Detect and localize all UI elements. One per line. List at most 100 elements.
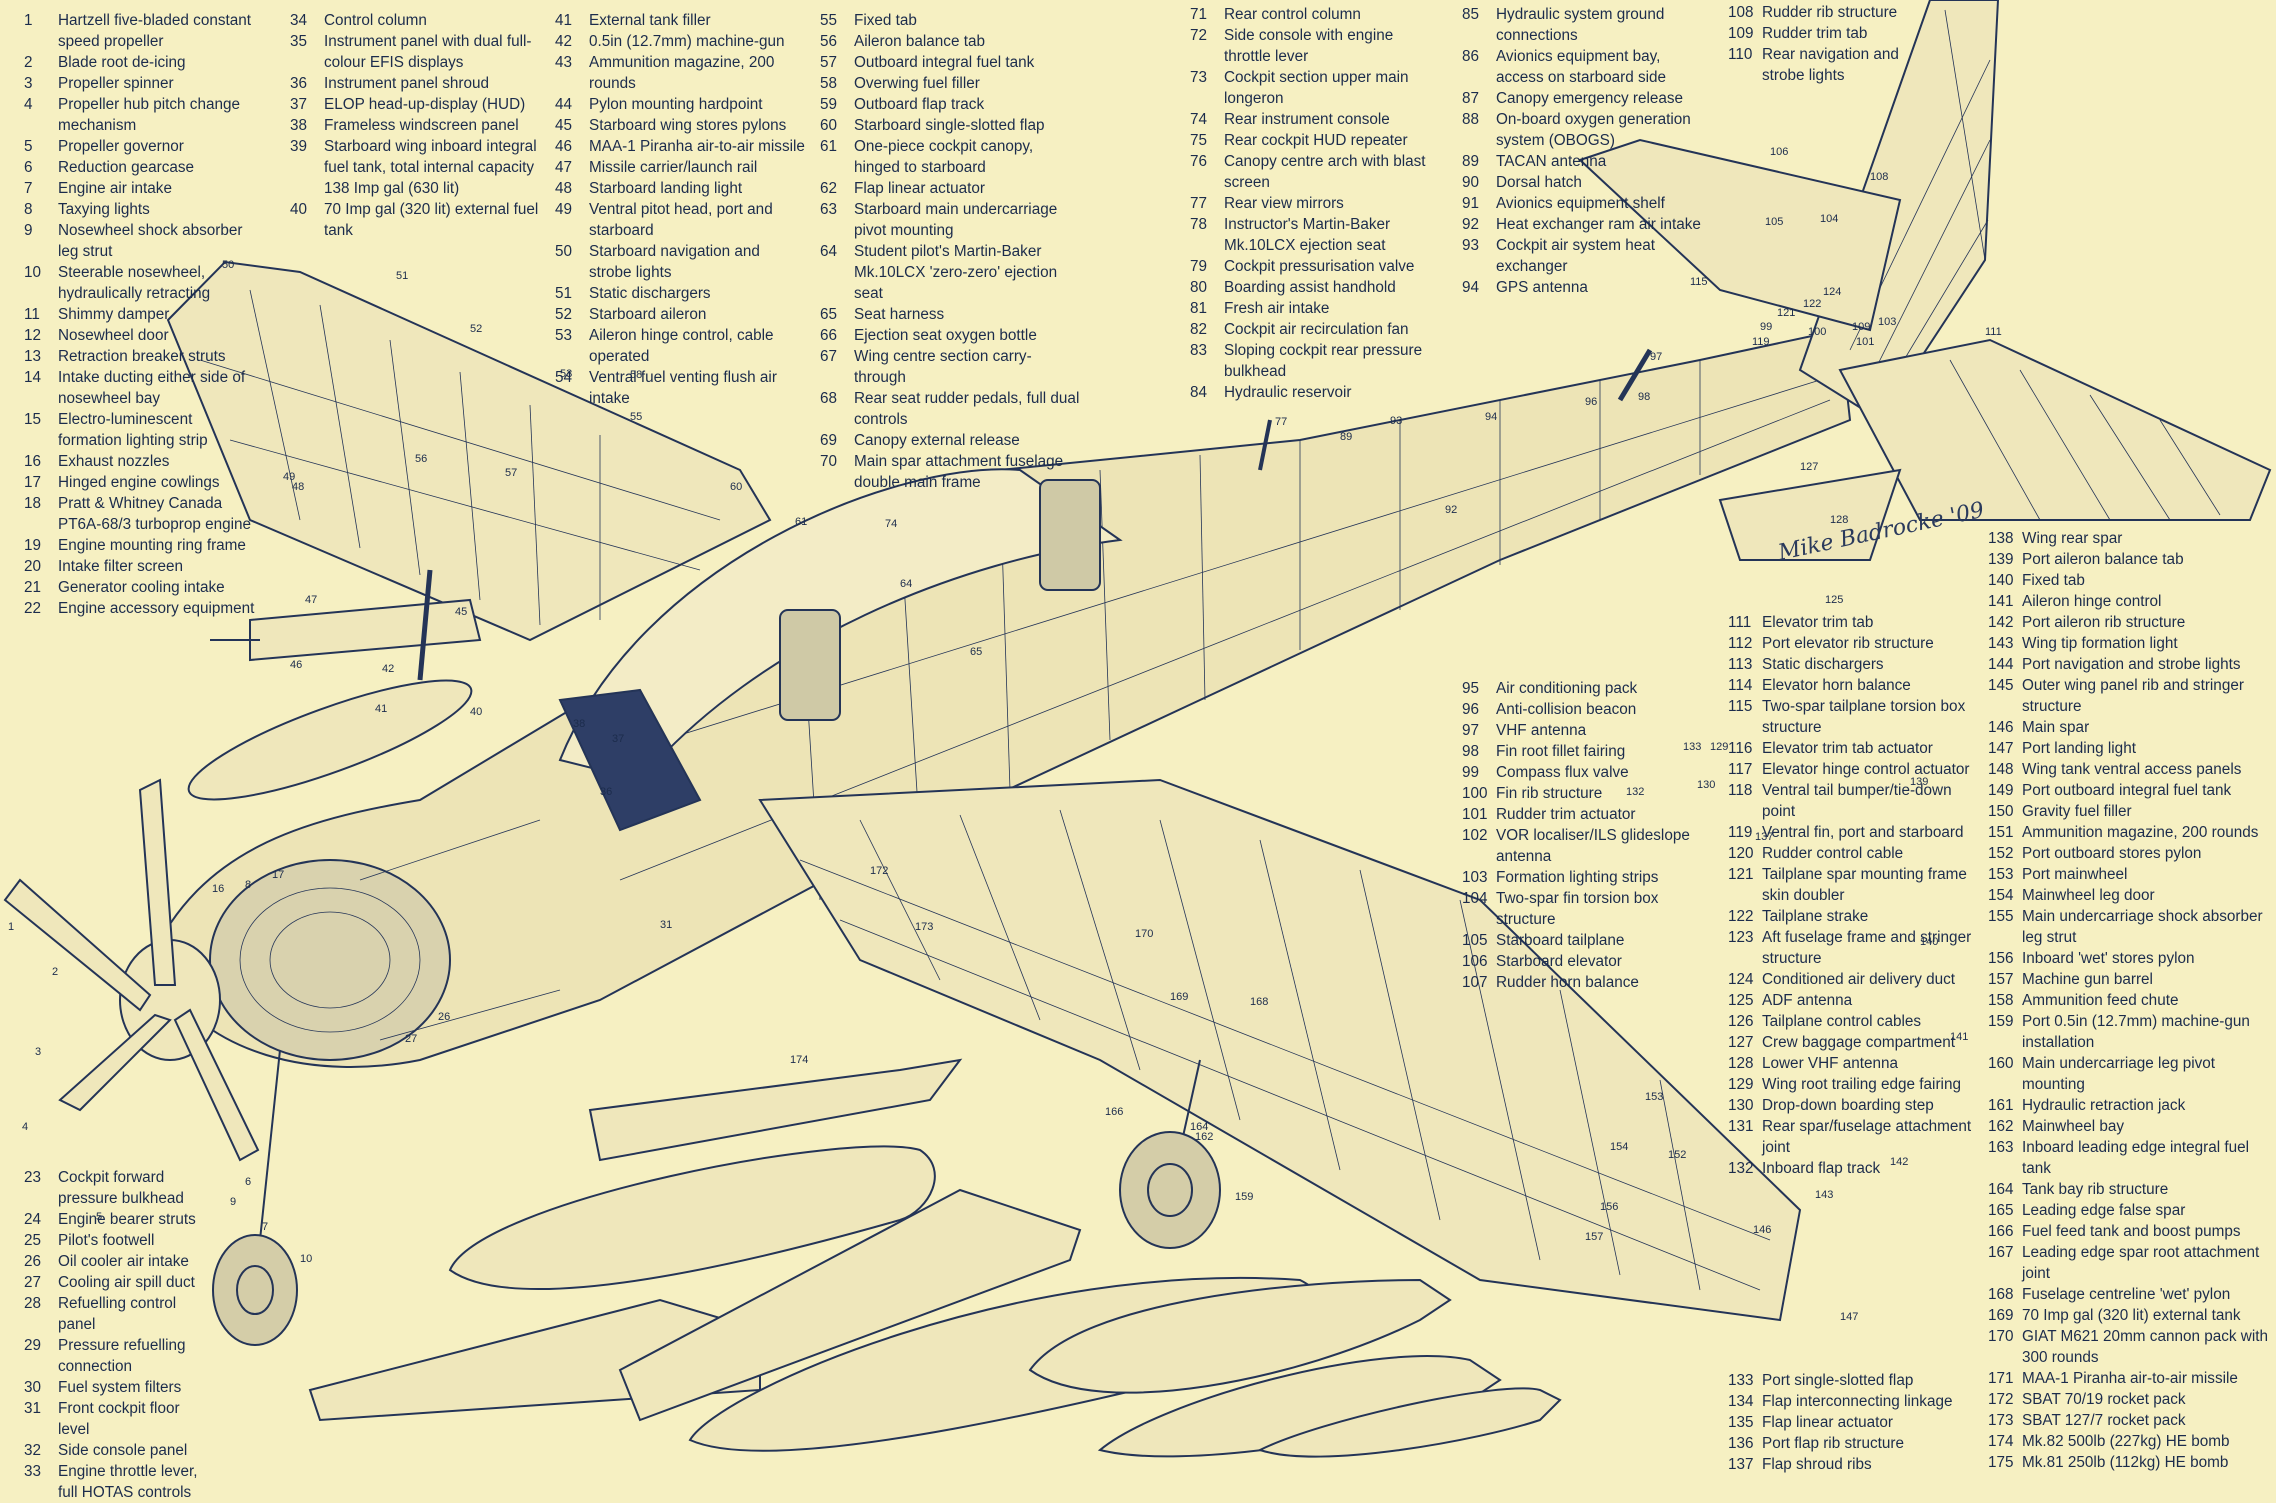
legend-number: 13 (24, 348, 42, 365)
legend-number: 11 (24, 306, 40, 323)
legend-text: Fixed tab (2022, 572, 2085, 589)
callout-number: 96 (1585, 396, 1597, 408)
legend-number: 70 (820, 453, 838, 470)
legend-number: 56 (820, 33, 838, 50)
legend-number: 96 (1462, 701, 1480, 718)
legend-number: 18 (24, 495, 42, 512)
callout-number: 40 (470, 706, 482, 718)
legend-number: 106 (1462, 953, 1488, 970)
legend-number: 151 (1988, 824, 2014, 841)
legend-number: 20 (24, 558, 42, 575)
callout-number: 142 (1890, 1156, 1908, 1168)
callout-number: 38 (573, 718, 585, 730)
legend-text: Rear cockpit HUD repeater (1224, 132, 1408, 149)
callout-number: 92 (1445, 504, 1457, 516)
legend-number: 14 (24, 369, 42, 386)
legend-text: Starboard wing stores pylons (589, 117, 787, 134)
legend-text: Intake filter screen (58, 558, 183, 575)
legend-number: 95 (1462, 680, 1480, 697)
legend-text: Mainwheel bay (2022, 1118, 2125, 1135)
legend-text: Port 0.5in (12.7mm) machine-gun installa… (2022, 1013, 2250, 1051)
legend-number: 127 (1728, 1034, 1754, 1051)
legend-text: Leading edge false spar (2022, 1202, 2186, 1219)
legend-number: 126 (1728, 1013, 1754, 1030)
legend-text: Port elevator rib structure (1762, 635, 1934, 652)
legend-text: Canopy centre arch with blast screen (1224, 153, 1426, 191)
legend-number: 77 (1190, 195, 1208, 212)
callout-number: 48 (292, 481, 304, 493)
legend-number: 65 (820, 306, 838, 323)
callout-number: 64 (900, 578, 912, 590)
callout-number: 89 (1340, 431, 1352, 443)
legend-number: 28 (24, 1295, 42, 1312)
legend-text: Instrument panel shroud (324, 75, 489, 92)
legend-number: 103 (1462, 869, 1488, 886)
legend-number: 10 (24, 264, 42, 281)
legend-number: 124 (1728, 971, 1754, 988)
legend-text: Instructor's Martin-Baker Mk.10LCX eject… (1224, 216, 1391, 254)
legend-number: 154 (1988, 887, 2014, 904)
starboard-wing-ribs (199, 289, 721, 626)
propeller (3, 778, 260, 1162)
legend-text: SBAT 127/7 rocket pack (2022, 1412, 2186, 1429)
legend-number: 155 (1988, 908, 2014, 925)
legend-number: 33 (24, 1463, 42, 1480)
legend-number: 50 (555, 243, 573, 260)
legend-text: Port outboard stores pylon (2022, 845, 2202, 862)
legend-number: 146 (1988, 719, 2014, 736)
legend-text: Electro-luminescent formation lighting s… (58, 411, 208, 449)
legend-text: Lower VHF antenna (1762, 1055, 1899, 1072)
legend-text: Inboard 'wet' stores pylon (2022, 950, 2195, 967)
legend-number: 159 (1988, 1013, 2014, 1030)
callout-number: 37 (612, 733, 624, 745)
legend-number: 94 (1462, 279, 1480, 296)
nose-gear (212, 1049, 298, 1346)
legend-text: Drop-down boarding step (1762, 1097, 1934, 1114)
legend-text: Sloping cockpit rear pressure bulkhead (1224, 342, 1423, 380)
callout-number: 74 (885, 518, 897, 530)
legend-text: Aft fuselage frame and stringer structur… (1762, 929, 1972, 967)
callout-number: 168 (1250, 996, 1268, 1008)
legend-text: Aileron hinge control, cable operated (589, 327, 774, 365)
legend-text: Frameless windscreen panel (324, 117, 519, 134)
legend-text: Ammunition magazine, 200 rounds (2022, 824, 2259, 841)
legend-text: Fuel system filters (58, 1379, 182, 1396)
legend-text: ELOP head-up-display (HUD) (324, 96, 526, 113)
